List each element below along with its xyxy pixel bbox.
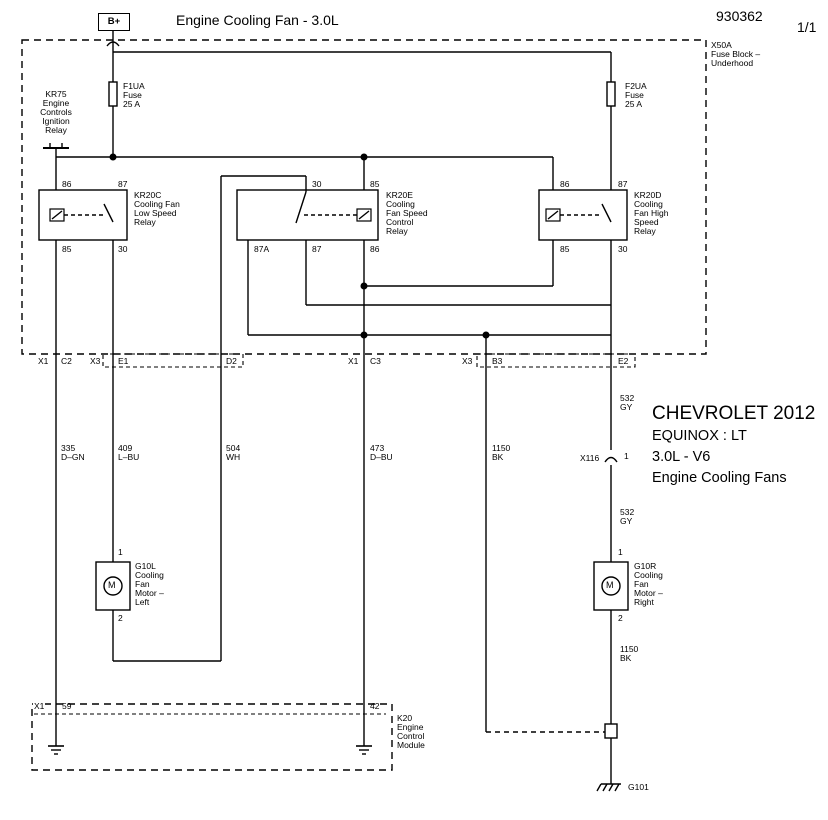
ecm-x1: X1 [33,701,46,711]
motor-left-pin1: 1 [118,547,123,557]
relay-kr20c-box [38,189,128,241]
motor-left-pin2: 2 [118,613,123,623]
page-number: 1/1 [797,19,817,35]
vehicle-model: EQUINOX : LT [652,428,747,444]
ecm-pin-59: 59 [62,701,72,711]
ecm-outline [31,703,393,771]
diagram-title: Engine Cooling Fan - 3.0L [176,12,339,28]
conn-b3: B3 [492,356,503,366]
motor-right-symbol: M [606,580,614,590]
kr20c-pin-86: 86 [62,179,72,189]
battery-label: B+ [98,13,130,31]
relay-kr20e-box [236,189,379,241]
kr20e-pin-30: 30 [312,179,322,189]
kr20d-pin-85: 85 [560,244,570,254]
conn-e2: E2 [618,356,629,366]
conn-x3b: X3 [462,356,473,366]
vehicle-system: Engine Cooling Fans [652,470,787,486]
ecm-pin-42: 42 [370,701,380,711]
kr20e-pin-85: 85 [370,179,380,189]
conn-c3: C3 [370,356,381,366]
conn-x1b: X1 [348,356,359,366]
ground-g101-label: G101 [628,782,649,792]
kr20d-pin-30: 30 [618,244,628,254]
kr20d-pin-86: 86 [560,179,570,189]
x116-label: X116 [580,453,600,463]
kr20d-pin-87: 87 [618,179,628,189]
vehicle-engine: 3.0L - V6 [652,449,711,465]
motor-right-pin2: 2 [618,613,623,623]
conn-e1: E1 [118,356,129,366]
motor-left-symbol: M [108,580,116,590]
conn-c2: C2 [61,356,72,366]
kr20e-pin-87: 87 [312,244,322,254]
fuse-f1ua [108,81,118,107]
relay-kr20d-box [538,189,628,241]
kr20c-pin-85: 85 [62,244,72,254]
kr20c-pin-87: 87 [118,179,128,189]
kr20e-pin-86: 86 [370,244,380,254]
doc-number: 930362 [716,8,763,24]
kr20c-pin-30: 30 [118,244,128,254]
conn-d2: D2 [226,356,237,366]
motor-right-pin1: 1 [618,547,623,557]
x116-pin: 1 [624,451,629,461]
conn-x3: X3 [90,356,101,366]
conn-x1: X1 [38,356,49,366]
vehicle-make-year: CHEVROLET 2012 [652,403,816,424]
kr20e-pin-87a: 87A [254,244,270,254]
fuse-block-outline [21,39,707,355]
fuse-f2ua [606,81,616,107]
